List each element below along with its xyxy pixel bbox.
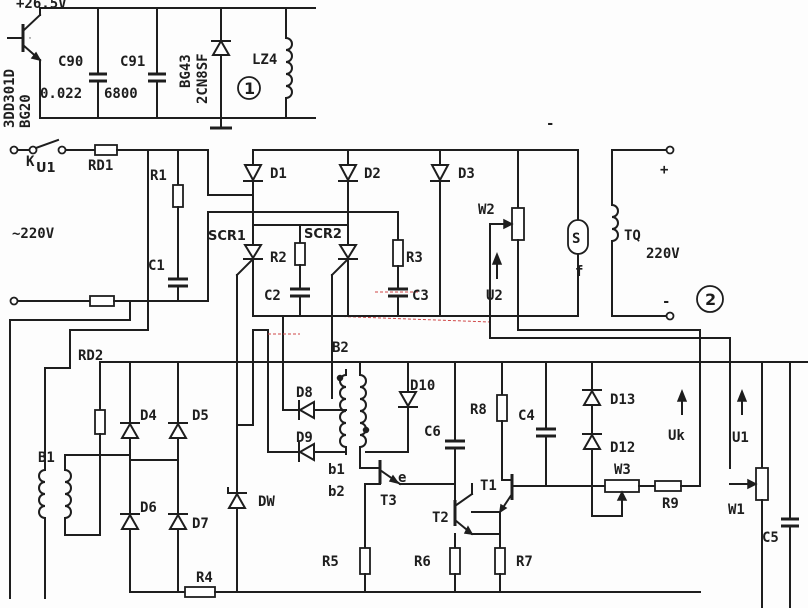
c90-label: C90 [58, 54, 83, 70]
plus-label: + [660, 162, 668, 178]
circle-1-label: 1 [244, 79, 255, 98]
r7-label: R7 [516, 554, 533, 570]
t3-label: T3 [380, 493, 397, 509]
output-voltage-label: 220V [646, 246, 680, 262]
top-mark: - [546, 116, 554, 132]
t1-label: T1 [480, 478, 497, 494]
d10-label: D10 [410, 378, 435, 394]
c90-value: 0.022 [40, 86, 82, 102]
u1-label: U1 [732, 430, 749, 446]
lz4-label: LZ4 [252, 52, 277, 68]
r1-label: R1 [150, 168, 167, 184]
r4-label: R4 [196, 570, 213, 586]
b2-label: B2 [332, 340, 349, 356]
d7-label: D7 [192, 516, 209, 532]
transistor-ref-label: BG20 [18, 94, 34, 128]
c4-label: C4 [518, 408, 535, 424]
c2-label: C2 [264, 288, 281, 304]
d4-label: D4 [140, 408, 157, 424]
r3-label: R3 [406, 250, 423, 266]
motor-label: S [572, 231, 580, 247]
w3-label: W3 [614, 462, 631, 478]
transistor-code-label: 3DD301D [2, 69, 18, 128]
r8-label: R8 [470, 402, 487, 418]
c1-label: C1 [148, 258, 165, 274]
diode-ref-label: BG43 [178, 54, 194, 88]
tq-label: TQ [624, 228, 641, 244]
t2-label: T2 [432, 510, 449, 526]
u2-label: U2 [486, 288, 503, 304]
control-section [38, 329, 808, 608]
r5-label: R5 [322, 554, 339, 570]
dw-label: DW [258, 494, 275, 510]
ac-input-label: ~220V [12, 226, 55, 242]
w1-label: W1 [728, 502, 745, 518]
rd2-label: RD2 [78, 348, 103, 364]
c6-label: C6 [424, 424, 441, 440]
c91-label: C91 [120, 54, 145, 70]
c3-label: C3 [412, 288, 429, 304]
d8-label: D8 [296, 385, 313, 401]
d9-label: D9 [296, 430, 313, 446]
r2-label: R2 [270, 250, 287, 266]
b1-winding-label: b1 [328, 462, 345, 478]
b1-label: B1 [38, 450, 55, 466]
diode-code-label: 2CN8SF [195, 53, 211, 104]
d1-label: D1 [270, 166, 287, 182]
d5-label: D5 [192, 408, 209, 424]
d13-label: D13 [610, 392, 635, 408]
switch-label: K [26, 154, 35, 170]
r6-label: R6 [414, 554, 431, 570]
labels: +26.5V 3DD301D BG20 C90 0.022 C91 6800 B… [2, 0, 779, 586]
scr1-label: SCR1 [208, 229, 246, 244]
minus-label: - [662, 294, 670, 310]
w2-label: W2 [478, 202, 495, 218]
scr2-label: SCR2 [304, 227, 342, 242]
d6-label: D6 [140, 500, 157, 516]
rd1-label: RD1 [88, 158, 113, 174]
d2-label: D2 [364, 166, 381, 182]
emitter-label: e [398, 470, 406, 486]
switch-sub-label: U1 [36, 161, 56, 176]
supply-label: +26.5V [16, 0, 67, 12]
r9-label: R9 [662, 496, 679, 512]
power-section [9, 138, 731, 599]
c5-label: C5 [762, 530, 779, 546]
f-label: f [575, 264, 583, 280]
uk-label: Uk [668, 428, 685, 444]
panel-1 [7, 7, 316, 130]
circle-2-label: 2 [705, 290, 716, 309]
d3-label: D3 [458, 166, 475, 182]
c91-value: 6800 [104, 86, 138, 102]
b2-winding-label: b2 [328, 484, 345, 500]
d12-label: D12 [610, 440, 635, 456]
